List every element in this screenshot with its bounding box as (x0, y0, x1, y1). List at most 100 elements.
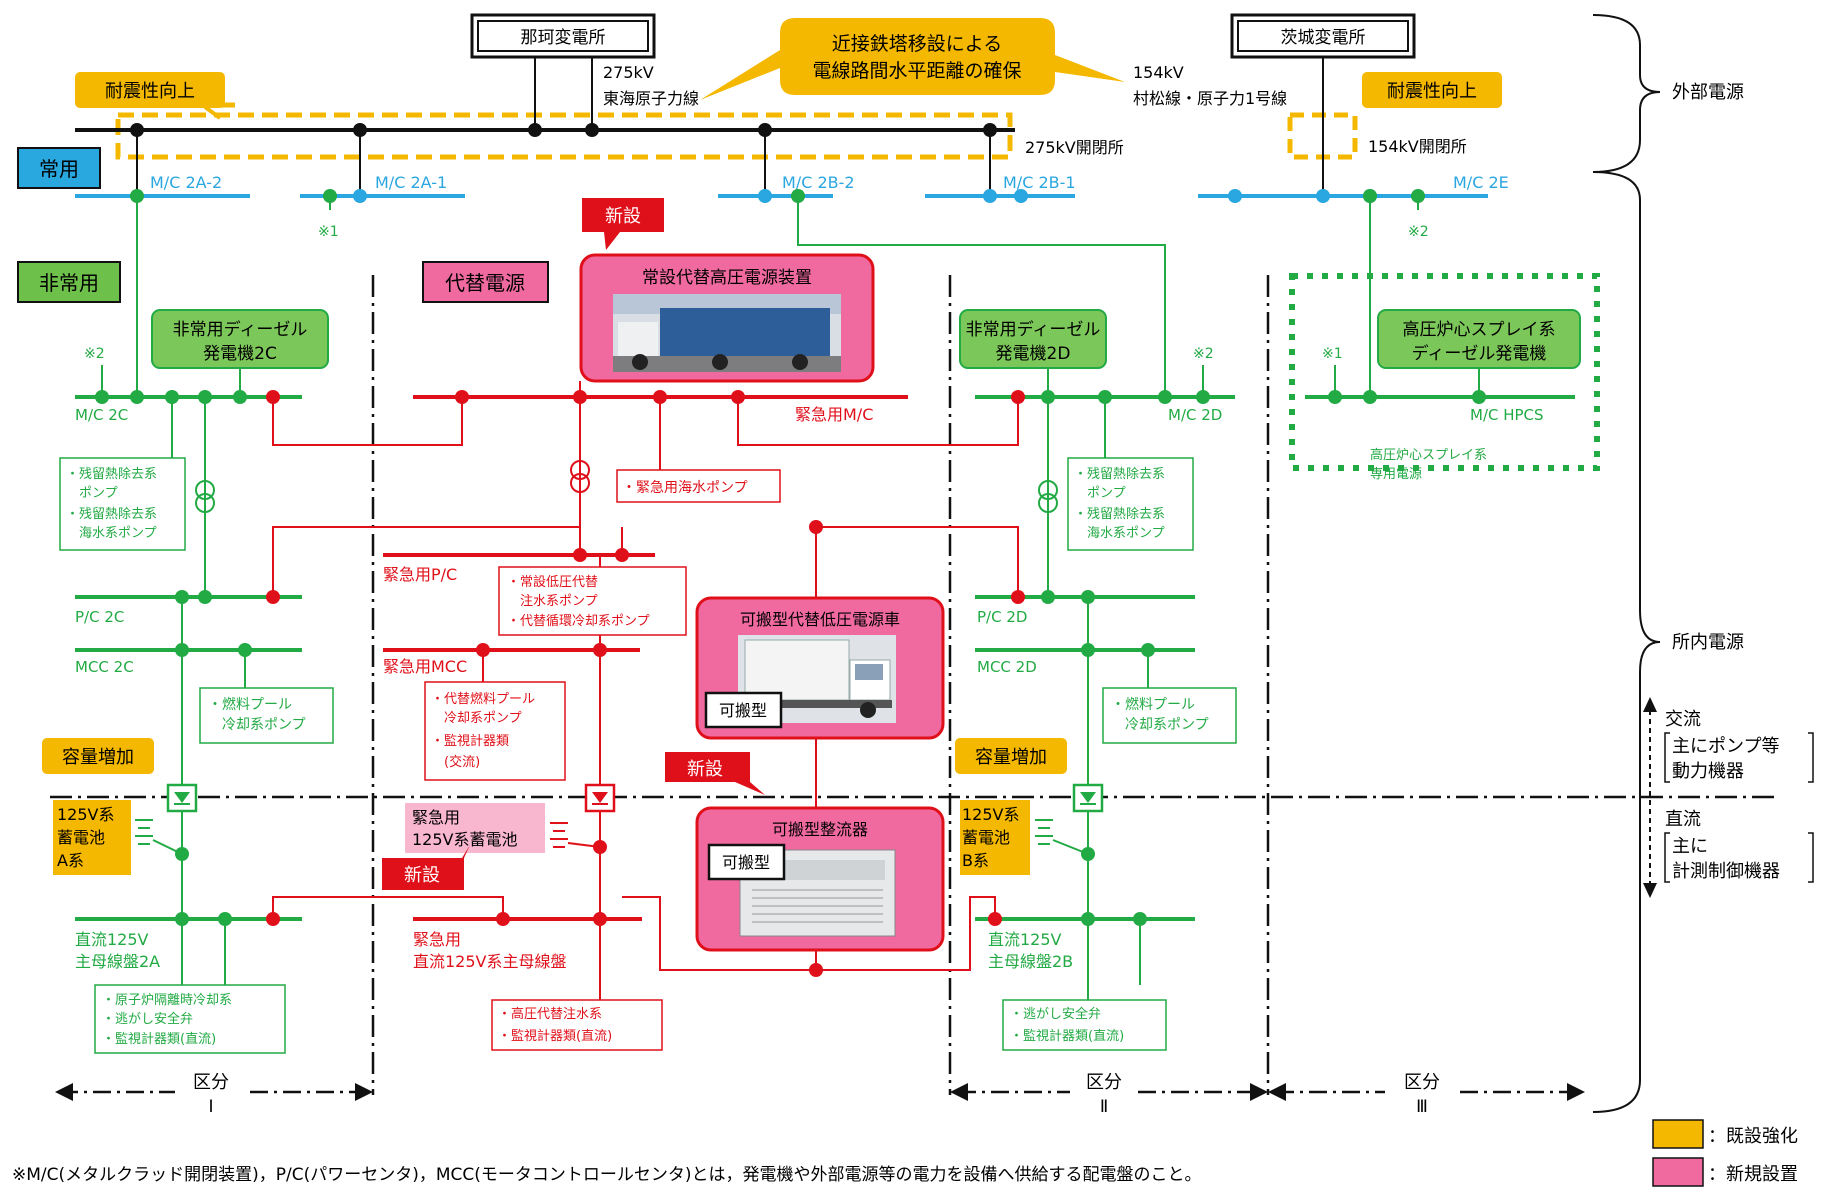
rectifier-b-icon (1072, 783, 1104, 813)
bus-emg-dc-1: 緊急用 (413, 930, 461, 949)
bus-dc2b-2: 主母線盤2B (988, 952, 1073, 971)
capacity-left-label: 容量増加 (62, 747, 134, 768)
rhr-c-4: 海水系ポンプ (66, 526, 157, 541)
bus-dc2b-1: 直流125V (988, 930, 1062, 949)
side-internal: 所内電源 (1672, 632, 1744, 653)
substation-naka: 那珂変電所 (470, 13, 656, 59)
battery-a-2: 蓄電池 (57, 828, 105, 847)
substation-ibaraki: 茨城変電所 (1230, 13, 1416, 59)
footnote: ※M/C(メタルクラッド開閉装置)，P/C(パワーセンタ)，MCC(モータコント… (12, 1165, 1202, 1185)
category-alternate-label: 代替電源 (445, 271, 525, 295)
load-box-pool-c: ・燃料プール 冷却系ポンプ (199, 687, 334, 744)
rhr-c-1: ・残留熱除去系 (66, 467, 157, 482)
emg-mcc-load-1: ・代替燃料プール (431, 691, 535, 707)
kv154-voltage: 154kV (1133, 63, 1184, 82)
division-3-label: 区分 (1404, 1072, 1440, 1093)
category-emergency-label: 非常用 (39, 271, 99, 295)
battery-a: 125V系 蓄電池 A系 (53, 800, 131, 875)
emg-pc-load-3: ・代替循環冷却系ポンプ (507, 614, 650, 629)
new-callout-1: 新設 (582, 198, 664, 250)
transformer-2d-icon (1038, 480, 1058, 513)
emg-pc-load-1: ・常設低圧代替 (507, 574, 598, 590)
bus-mcc2c: MCC 2C (75, 658, 134, 676)
brace-external (1592, 14, 1661, 173)
portable-rectifier: 可搬型整流器 可搬型 (695, 806, 945, 952)
tower-relocation-callout: 近接鉄塔移設による 電線路間水平距離の確保 (700, 18, 1125, 100)
load-box-dc2a: ・原子炉隔離時冷却系 ・逃がし安全弁 ・監視計器類(直流) (94, 984, 286, 1054)
kv275-voltage: 275kV (603, 63, 654, 82)
dg-2c-line1: 非常用ディーゼル (173, 319, 308, 340)
bus-emg-pc: 緊急用P/C (383, 565, 457, 584)
battery-a-icon (135, 819, 183, 855)
portable-tag-rect-label: 可搬型 (722, 853, 770, 872)
emg-sw-label: ・緊急用海水ポンプ (622, 480, 748, 496)
legend-swatch-new (1652, 1157, 1704, 1187)
bus-mc2b1: M/C 2B-1 (1003, 173, 1076, 192)
bus-emg-dc-2: 直流125V系主母線盤 (413, 952, 567, 971)
emg-dc-load-2: ・監視計器類(直流) (498, 1028, 612, 1044)
pool-d-1: ・燃料プール (1111, 696, 1195, 713)
dc2b-load-2: ・監視計器類(直流) (1010, 1028, 1124, 1044)
dg-2d-line1: 非常用ディーゼル (966, 319, 1101, 340)
hpcs-line2: ディーゼル発電機 (1412, 343, 1547, 364)
load-box-rhr-d: ・残留熱除去系 ポンプ ・残留熱除去系 海水系ポンプ (1067, 457, 1194, 551)
battery-emg: 緊急用 125V系蓄電池 (405, 803, 545, 853)
dg-2d: 非常用ディーゼル 発電機2D (959, 309, 1107, 369)
division-2-label: 区分 (1086, 1072, 1122, 1093)
bus-dc2a-2: 主母線盤2A (75, 952, 160, 971)
battery-emg-1: 緊急用 (412, 808, 460, 827)
new-callout-3: 新設 (665, 752, 765, 795)
rhr-d-3: ・残留熱除去系 (1074, 507, 1165, 522)
division-1-num: Ⅰ (208, 1097, 213, 1117)
tower-relocation-line1: 近接鉄塔移設による (832, 33, 1002, 55)
pool-c-1: ・燃料プール (208, 696, 292, 713)
rhr-c-2: ポンプ (66, 486, 118, 501)
transformer-2c-icon (195, 480, 215, 513)
dg-2c: 非常用ディーゼル 発電機2C (151, 309, 329, 369)
portable-tag-lv-label: 可搬型 (719, 701, 767, 720)
pool-d-2: 冷却系ポンプ (1111, 717, 1209, 733)
hpcs-note-1: 高圧炉心スプレイ系 (1370, 447, 1487, 463)
dc2a-load-1: ・原子炉隔離時冷却系 (102, 993, 232, 1008)
load-box-dc2b: ・逃がし安全弁 ・監視計器類(直流) (1002, 999, 1167, 1051)
new-2-label: 新設 (404, 865, 440, 886)
sw275-label: 275kV開閉所 (1025, 138, 1124, 157)
sw154-label: 154kV開閉所 (1368, 137, 1467, 156)
load-box-emg-sw: ・緊急用海水ポンプ (616, 469, 781, 503)
dc2b-load-1: ・逃がし安全弁 (1010, 1006, 1101, 1022)
side-ac-desc-1: 主にポンプ等 (1672, 736, 1779, 757)
rhr-d-4: 海水系ポンプ (1074, 526, 1165, 541)
substation-naka-label: 那珂変電所 (521, 28, 606, 48)
bus-mc2e: M/C 2E (1453, 173, 1509, 192)
legend: ：既設強化 ：新規設置 (1652, 1119, 1798, 1187)
battery-emg-icon (550, 822, 601, 848)
battery-b-1: 125V系 (962, 805, 1020, 824)
ac-dc-indicator: 交流 主にポンプ等 動力機器 直流 主に 計測制御機器 (1643, 697, 1814, 898)
rectifier-a-icon (166, 783, 198, 813)
note-n1a: ※1 (318, 224, 339, 240)
emg-mcc-load-2: 冷却系ポンプ (431, 711, 522, 726)
note-n1hpcs: ※1 (1322, 346, 1343, 362)
note-n2a: ※2 (84, 346, 105, 362)
load-box-emg-pc: ・常設低圧代替 注水系ポンプ ・代替循環冷却系ポンプ (498, 566, 687, 636)
emg-mcc-load-3: ・監視計器類 (431, 733, 509, 749)
truck-image-hv (613, 294, 841, 372)
load-box-emg-dc: ・高圧代替注水系 ・監視計器類(直流) (491, 999, 663, 1051)
bus-emg-mc: 緊急用M/C (795, 405, 873, 424)
bus-275kv (75, 57, 1324, 196)
bus-mcc2d: MCC 2D (977, 658, 1037, 676)
portable-lv-label: 可搬型代替低圧電源車 (740, 610, 900, 629)
legend-swatch-existing (1652, 1119, 1704, 1149)
legend-existing: ：既設強化 (1708, 1126, 1798, 1147)
load-box-pool-d: ・燃料プール 冷却系ポンプ (1102, 687, 1237, 744)
portable-tag-rect (707, 843, 786, 881)
hpcs-line1: 高圧炉心スプレイ系 (1403, 320, 1556, 340)
category-normal: 常用 (17, 147, 101, 189)
hpcs-note-2: 専用電源 (1370, 467, 1422, 482)
rectifier-emg-icon (584, 783, 616, 813)
dg-2c-line2: 発電機2C (203, 344, 277, 364)
side-ac-desc-2: 動力機器 (1672, 761, 1744, 782)
division-3-num: Ⅲ (1416, 1097, 1428, 1117)
rhr-c-3: ・残留熱除去系 (66, 507, 157, 522)
battery-b-2: 蓄電池 (962, 828, 1010, 847)
